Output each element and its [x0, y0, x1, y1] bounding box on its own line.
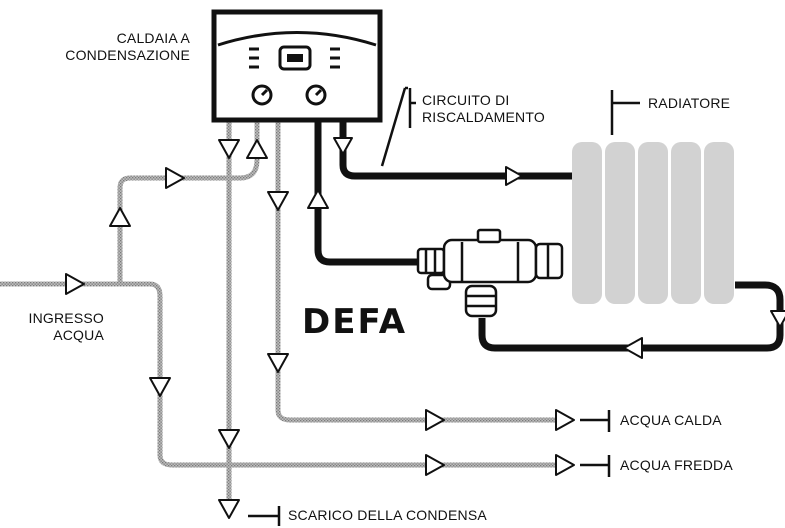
radiator-column [704, 142, 734, 304]
water-pipes [0, 118, 560, 510]
circuit-leader [380, 86, 408, 167]
hot-water-label: ACQUA CALDA [620, 412, 722, 428]
filter-body [442, 238, 538, 284]
boiler-label: CALDAIA A CONDENSAZIONE [30, 30, 190, 64]
filter-inlet-valve [416, 247, 446, 275]
supply-pipe [339, 118, 580, 180]
arrow-down-icon [218, 499, 240, 519]
circuit-label-line: RISCALDAMENTO [422, 109, 545, 125]
label-leaders [248, 86, 640, 526]
condensate-label: SCARICO DELLA CONDENSA [288, 507, 487, 523]
arrow-up-icon [246, 139, 268, 159]
cold-water-pipe [120, 281, 560, 468]
arrow-right-icon [425, 454, 445, 476]
arrow-right-icon [555, 409, 575, 431]
flow-arrows [65, 137, 785, 519]
radiator-label: RADIATORE [648, 95, 731, 111]
arrow-left-icon [623, 337, 643, 359]
boiler-panel [217, 31, 377, 47]
filter-drain-fitting [464, 284, 498, 318]
boiler-display-icon [278, 45, 312, 71]
return-pipe-boiler [314, 118, 420, 266]
boiler-display-screen [287, 54, 303, 62]
arrow-down-icon [149, 377, 171, 397]
arrow-up-icon [307, 189, 329, 209]
defa-brand-label: DEFA [302, 302, 408, 342]
arrow-up-icon [109, 207, 131, 227]
boiler-gauge-icon [251, 84, 273, 106]
boiler-label-line: CALDAIA A [116, 30, 190, 46]
arrow-right-icon [555, 454, 575, 476]
heating-circuit-pipes [314, 118, 784, 352]
arrow-right-icon [165, 167, 185, 189]
inlet-label: INGRESSO ACQUA [0, 310, 104, 344]
circuit-label: CIRCUITO DI RISCALDAMENTO [422, 92, 545, 126]
arrow-down-icon [267, 353, 289, 373]
arrow-down-icon [218, 139, 240, 159]
radiator [572, 142, 734, 304]
boiler-control-marks [249, 47, 340, 69]
radiator-column [605, 142, 635, 304]
hot-water-pipe [275, 118, 560, 423]
arrow-down-icon [267, 191, 289, 211]
radiator-column [671, 142, 701, 304]
arrow-right-icon [65, 273, 85, 295]
boiler-body [211, 9, 383, 123]
arrow-right-icon [425, 409, 445, 431]
boiler-gauge-icon [305, 84, 327, 106]
return-pipe-right [478, 281, 784, 352]
arrow-right-icon [505, 166, 523, 186]
boiler-label-line: CONDENSAZIONE [65, 47, 190, 63]
defa-filter-device [416, 228, 564, 318]
filter-cap [476, 228, 502, 244]
arrow-down-icon [218, 429, 240, 449]
radiator-column [572, 142, 602, 304]
cold-water-label: ACQUA FREDDA [620, 457, 733, 473]
inlet-label-line: ACQUA [53, 327, 104, 343]
circuit-label-line: CIRCUITO DI [422, 92, 510, 108]
inlet-label-line: INGRESSO [28, 310, 104, 326]
radiator-column [638, 142, 668, 304]
boiler [211, 9, 383, 123]
arrow-down-icon [333, 137, 353, 155]
